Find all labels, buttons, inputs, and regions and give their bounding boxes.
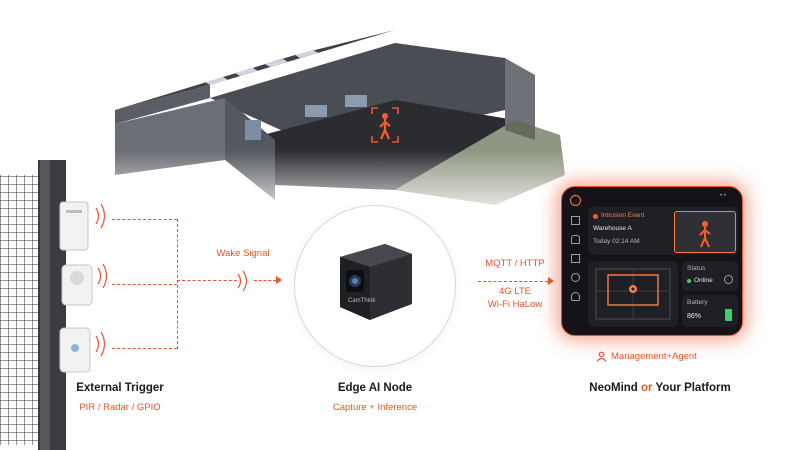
battery-value: 86% xyxy=(687,313,702,320)
battery-label: Battery xyxy=(687,299,708,306)
sensor2-connector xyxy=(112,284,177,285)
status-online-dot-icon xyxy=(687,279,691,283)
status-toggle-icon[interactable] xyxy=(724,275,733,284)
management-agent-badge: Management+Agent xyxy=(596,351,697,362)
protocol-label-2: 4G LTE xyxy=(498,286,532,297)
site-map xyxy=(595,268,671,320)
platform-title-or: or xyxy=(641,382,653,394)
alert-dot-icon xyxy=(593,214,598,219)
protocol-label-3: Wi-Fi HaLow xyxy=(487,299,543,310)
window-menu-icon[interactable]: • • xyxy=(720,193,726,199)
edge-ai-node-title: Edge AI Node xyxy=(337,382,413,394)
sensor1-connector xyxy=(112,219,177,220)
settings-icon[interactable] xyxy=(570,273,580,282)
platform-title: NeoMind or Your Platform xyxy=(580,382,740,394)
sensor-bus-connector xyxy=(177,219,178,349)
wake-signal-label: Wake Signal xyxy=(216,248,270,259)
uplink-arrow-head xyxy=(548,277,554,285)
status-panel: Status Online xyxy=(682,261,738,291)
status-label: Status xyxy=(687,265,706,272)
uplink-arrow-line xyxy=(478,281,548,282)
fence-with-sensors-illustration xyxy=(0,160,93,450)
intruder-thumbnail-icon xyxy=(699,221,711,248)
camera-icon[interactable] xyxy=(570,254,580,263)
grid-icon[interactable] xyxy=(570,216,580,225)
intruder-highlight-icon xyxy=(371,107,399,143)
location-pin-icon xyxy=(629,285,637,293)
external-trigger-title: External Trigger xyxy=(76,382,164,394)
device-brand-label: CamThink xyxy=(348,298,376,304)
map-panel[interactable] xyxy=(588,261,678,327)
bell-icon[interactable] xyxy=(570,235,580,244)
pir-sensor-icon xyxy=(61,264,93,306)
event-time: Today 02:14 AM xyxy=(593,238,640,245)
user-agent-icon xyxy=(596,351,607,362)
external-trigger-subtitle: PIR / Radar / GPIO xyxy=(79,402,161,413)
warehouse-illustration xyxy=(95,30,565,225)
user-icon[interactable] xyxy=(570,292,580,301)
dashboard-tablet: • • Intrusion Event Warehouse A Today 02… xyxy=(561,186,743,336)
radar-sensor-icon xyxy=(59,327,91,373)
battery-icon xyxy=(725,309,732,321)
platform-title-yours: Your Platform xyxy=(655,382,731,394)
dashboard-sidebar xyxy=(568,195,582,325)
management-agent-label: Management+Agent xyxy=(611,351,697,362)
event-panel[interactable]: Intrusion Event Warehouse A Today 02:14 … xyxy=(588,207,738,255)
event-title: Intrusion Event xyxy=(601,212,645,219)
edge-ai-node-subtitle: Capture + Inference xyxy=(332,402,418,413)
wake-arrow-line xyxy=(254,280,276,281)
sensor3-connector xyxy=(112,348,177,349)
battery-panel: Battery 86% xyxy=(682,295,738,327)
status-value: Online xyxy=(694,277,713,284)
protocol-label-1: MQTT / HTTP xyxy=(485,258,545,269)
wake-connector xyxy=(177,280,237,281)
event-location: Warehouse A xyxy=(593,225,632,232)
logo-icon xyxy=(569,195,581,206)
wake-signal-waves xyxy=(237,270,248,292)
edge-ai-camera-icon xyxy=(340,244,412,320)
platform-title-neomind: NeoMind xyxy=(589,382,638,394)
wake-arrow-head xyxy=(276,276,282,284)
door-sensor-icon xyxy=(59,201,89,251)
sensor-signal-waves xyxy=(95,203,108,357)
event-thumbnail[interactable] xyxy=(674,211,736,253)
